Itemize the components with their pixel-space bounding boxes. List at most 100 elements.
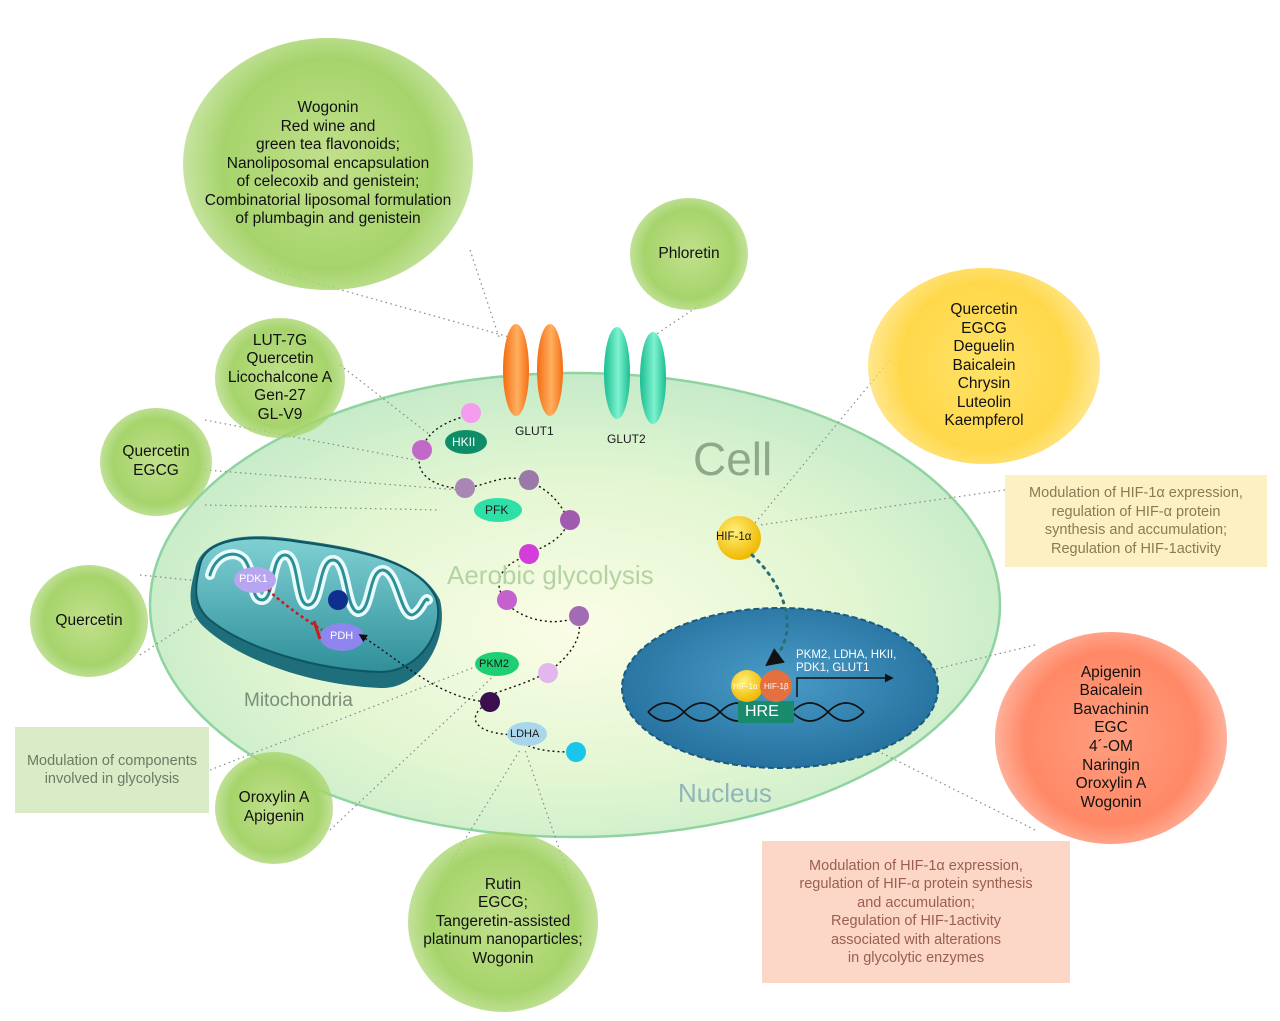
- compound-name: green tea flavonoids;: [256, 136, 400, 154]
- hif1a-protein: [717, 516, 761, 560]
- compound-name: Naringin: [1082, 756, 1140, 774]
- compound-name: Phloretin: [658, 244, 720, 262]
- note-line: in glycolytic enzymes: [847, 950, 985, 966]
- compound-name: EGCG;: [478, 894, 528, 912]
- hif1a-label: HIF-1α: [716, 531, 752, 543]
- cell-label: Cell: [693, 433, 773, 485]
- pdh-enzyme: [320, 623, 364, 651]
- aerobic-glycolysis-label: Aerobic glycolysis: [447, 560, 654, 590]
- metabolite-dot: [538, 663, 558, 683]
- compound-name: Baicalein: [952, 356, 1016, 374]
- mitochondria-label: Mitochondria: [244, 690, 353, 711]
- compound-name: Baicalein: [1079, 682, 1143, 700]
- note-line: involved in glycolysis: [44, 771, 180, 787]
- note-glycolysis-components: Modulation of components involved in gly…: [15, 727, 209, 813]
- hif1a-subunit-label: HIF-1α: [733, 682, 758, 691]
- compound-name: Wogonin: [472, 949, 534, 967]
- compound-blob-top-left: Wogonin Red wine and green tea flavonoid…: [183, 38, 473, 290]
- pdh-label: PDH: [330, 630, 354, 642]
- note-line: synthesis and accumulation;: [1044, 522, 1228, 538]
- glut2-transporter: [604, 327, 666, 424]
- target-genes-label: PKM2, LDHA, HKII, PDK1, GLUT1: [796, 649, 896, 675]
- compound-name: Wogonin: [1080, 793, 1142, 811]
- lactate-dot: [566, 742, 586, 762]
- pkm2-enzyme: [475, 652, 519, 676]
- compound-name: Bavachinin: [1073, 700, 1149, 718]
- note-line: Regulation of HIF-1activity: [830, 913, 1002, 929]
- target-gene-arrow: [796, 673, 894, 697]
- metabolite-dot: [412, 440, 432, 460]
- compound-name: Oroxylin A: [238, 789, 310, 807]
- pdk1-label: PDK1: [239, 573, 268, 585]
- metabolite-dot: [497, 590, 517, 610]
- compound-blob-pfk: Quercetin EGCG: [100, 408, 212, 516]
- pkm2-label: PKM2: [479, 658, 509, 670]
- compound-name: Rutin: [484, 875, 522, 893]
- hre-label: HRE: [745, 703, 779, 720]
- hre-element: [738, 701, 794, 723]
- compound-name: 4´-OM: [1089, 738, 1133, 755]
- pfk-enzyme: [474, 498, 522, 522]
- compound-name: Licochalcone A: [227, 368, 333, 386]
- note-line: Modulation of components: [26, 752, 198, 769]
- compound-name: Red wine and: [280, 117, 376, 135]
- compound-name: Tangeretin-assisted: [435, 912, 571, 930]
- compound-name: of celecoxib and genistein;: [236, 173, 420, 191]
- compound-name: LUT-7G: [252, 331, 308, 349]
- note-line: regulation of HIF-α protein synthesis: [799, 876, 1033, 892]
- metabolite-dot: [519, 544, 539, 564]
- compound-blob-phloretin: Phloretin: [630, 198, 748, 310]
- compound-name: Quercetin: [55, 611, 123, 629]
- compound-blob-ldha: Rutin EGCG; Tangeretin-assisted platinum…: [408, 832, 598, 1012]
- compound-name: Gen-27: [254, 387, 306, 405]
- pyruvate-to-mito-path: [358, 634, 491, 703]
- glut1-transporter: [503, 324, 563, 416]
- compound-blob-hif-expression: Quercetin EGCG Deguelin Baicalein Chrysi…: [868, 268, 1100, 464]
- metabolite-dot: [560, 510, 580, 530]
- compound-name: Apigenin: [1080, 663, 1142, 681]
- pdk1-enzyme: [234, 567, 276, 593]
- metabolite-dot: [519, 470, 539, 490]
- glut2-label: GLUT2: [607, 432, 646, 446]
- note-line: Regulation of HIF-1activity: [1050, 540, 1222, 557]
- compound-name: Kaempferol: [944, 412, 1024, 430]
- compound-name: platinum nanoparticles;: [423, 931, 583, 949]
- compound-name: EGCG: [133, 462, 179, 479]
- hif-translocation-arrow: [750, 553, 789, 667]
- glut1-label: GLUT1: [515, 424, 554, 438]
- hif1b-subunit-label: HIF-1β: [764, 682, 789, 691]
- target-genes-line: PDK1, GLUT1: [796, 662, 870, 674]
- note-line: Modulation of HIF-1α expression,: [809, 857, 1023, 874]
- hkii-label: HKII: [452, 435, 476, 449]
- compound-name: Wogonin: [297, 98, 359, 116]
- compound-blob-pdk: Quercetin: [30, 565, 148, 677]
- compound-blob-pkm2: Oroxylin A Apigenin: [215, 752, 333, 864]
- compound-name: Quercetin: [122, 443, 190, 461]
- compound-blob-hkii: LUT-7G Quercetin Licochalcone A Gen-27 G…: [215, 318, 345, 438]
- ldha-enzyme: [507, 722, 547, 746]
- metabolite-dot: [455, 478, 475, 498]
- hif1b-subunit: [760, 670, 792, 702]
- compound-name: GL-V9: [257, 405, 303, 423]
- glycolysis-path: [418, 414, 579, 752]
- pyruvate-mito-dot: [328, 590, 348, 610]
- metabolite-dot: [569, 606, 589, 626]
- note-line: regulation of HIF-α protein: [1051, 503, 1221, 520]
- target-genes-line: PKM2, LDHA, HKII,: [796, 649, 897, 661]
- note-line: Modulation of HIF-1α expression,: [1029, 485, 1243, 501]
- compound-name: Oroxylin A: [1075, 775, 1147, 793]
- compound-name: of plumbagin and genistein: [235, 210, 421, 228]
- pfk-label: PFK: [485, 503, 509, 517]
- compound-name: Chrysin: [957, 375, 1011, 393]
- compound-blob-hif-activity: Apigenin Baicalein Bavachinin EGC 4´-OM …: [995, 632, 1227, 844]
- nucleus-label: Nucleus: [678, 778, 772, 808]
- inhibition-bar: [312, 620, 322, 640]
- note-hif-activity: Modulation of HIF-1α expression, regulat…: [762, 841, 1070, 983]
- compound-name: Quercetin: [950, 300, 1018, 318]
- note-hif-expression: Modulation of HIF-1α expression, regulat…: [1005, 475, 1267, 567]
- ldha-label: LDHA: [510, 728, 540, 740]
- connector-lines: [139, 249, 1036, 881]
- compound-name: EGCG: [961, 319, 1007, 337]
- hif1a-subunit: [731, 670, 763, 702]
- compound-name: Combinatorial liposomal formulation: [204, 191, 452, 209]
